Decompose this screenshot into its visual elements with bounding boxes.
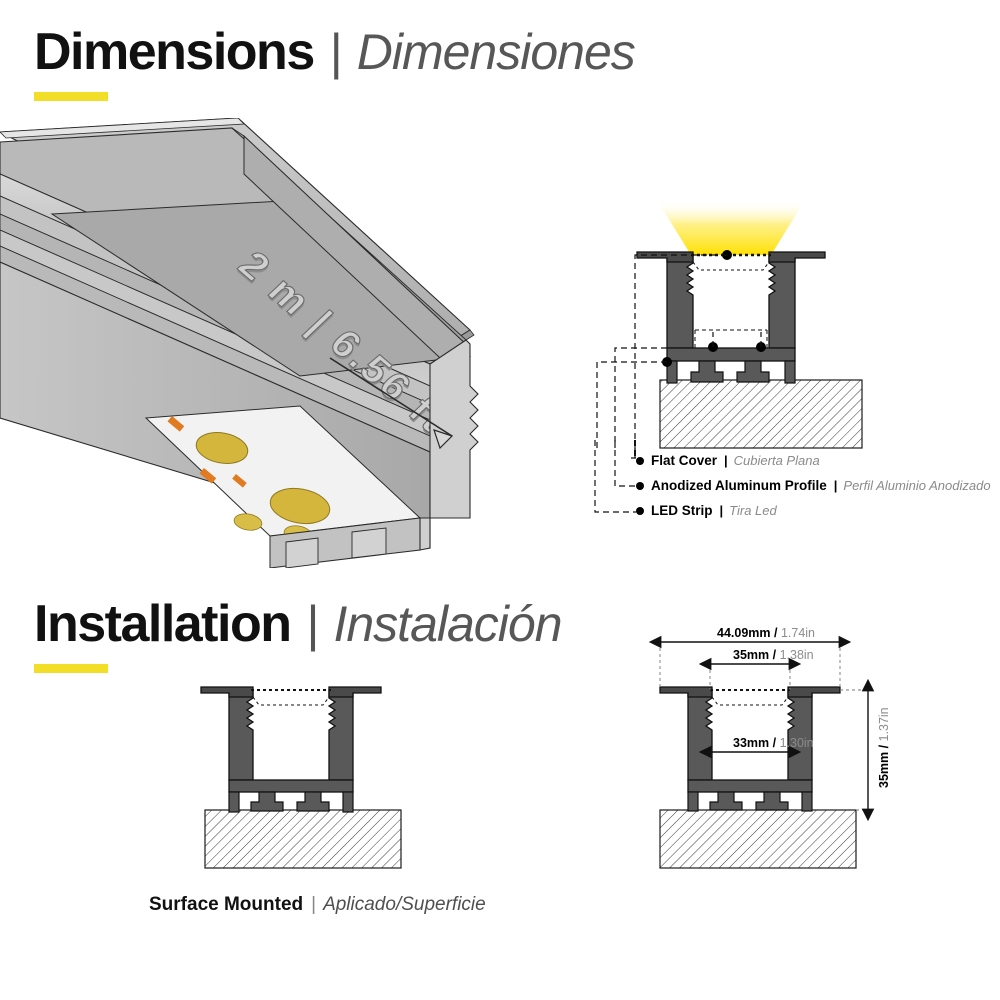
page-title-en: Dimensions: [34, 23, 315, 81]
legend-item-anodized-aluminum-profile: Anodized Aluminum Profile | Perfil Alumi…: [636, 473, 1000, 498]
legend-item-led-strip: LED Strip | Tira Led: [636, 498, 1000, 523]
section-title-en: Installation: [34, 595, 292, 653]
dimensioned-cross-section: [640, 620, 890, 875]
title-separator: |: [306, 596, 320, 652]
legend-bullet-icon: [636, 456, 644, 465]
legend-item-flat-cover: Flat Cover | Cubierta Plana: [636, 448, 1000, 473]
section-title-es: Instalación: [333, 596, 562, 652]
dim-height: 35mm / 1.37in: [877, 707, 891, 788]
dim-cover-sep: /: [769, 648, 780, 662]
installation-caption: Surface Mounted | Aplicado/Superficie: [149, 894, 486, 916]
aluminum-profile-section: [200, 686, 382, 813]
leader-lines: [596, 254, 762, 448]
mounting-surface: [204, 809, 402, 869]
legend-leaders: [575, 440, 695, 530]
light-glow: [657, 200, 805, 255]
dim-inner-sep: /: [769, 736, 780, 750]
cross-section-diagram: [575, 200, 1000, 450]
dim-inner-width: 33mm / 1.30in: [733, 736, 814, 750]
dim-height-mm: 35mm: [877, 751, 891, 788]
aluminum-profile-section: [636, 251, 826, 384]
legend-separator: |: [833, 478, 838, 493]
dimensions-title-row: Dimensions | Dimensiones: [34, 23, 636, 81]
installation-section-header: Installation | Instalación: [34, 595, 563, 673]
dim-cover-width: 35mm / 1.38in: [733, 648, 814, 662]
caption-separator: |: [311, 894, 317, 915]
installation-cross-section: [195, 668, 435, 873]
legend-label-es: Perfil Aluminio Anodizado: [843, 478, 991, 493]
led-strip-3d: [144, 405, 422, 543]
mounting-surface: [659, 809, 857, 869]
dim-outer-in: 1.74in: [780, 626, 815, 640]
cover-slide-arrow: [329, 357, 454, 450]
page-title-es: Dimensiones: [356, 24, 636, 80]
dim-height-in: 1.37in: [877, 707, 891, 742]
mounting-feet-3d: [269, 517, 421, 568]
legend-label-es: Tira Led: [729, 503, 777, 518]
dim-cover-in: 1.38in: [779, 648, 814, 662]
legend-bullet-icon: [636, 506, 644, 515]
dim-outer-width: 44.09mm / 1.74in: [717, 626, 815, 640]
dim-inner-in: 1.30in: [779, 736, 814, 750]
dim-outer-mm: 44.09mm: [717, 626, 771, 640]
legend-separator: |: [724, 453, 728, 468]
mounting-surface: [659, 379, 863, 449]
dim-inner-mm: 33mm: [733, 736, 770, 750]
legend-label-en: LED Strip: [651, 503, 713, 518]
title-separator: |: [329, 24, 343, 80]
legend: Flat Cover | Cubierta Plana Anodized Alu…: [636, 448, 1000, 523]
dimensions-section-header: Dimensions | Dimensiones: [34, 23, 636, 101]
legend-label-en: Flat Cover: [651, 453, 718, 468]
profile-end-face-3d: [419, 339, 479, 551]
dim-outer-sep: /: [770, 626, 781, 640]
legend-label-en: Anodized Aluminum Profile: [651, 478, 827, 493]
caption-es: Aplicado/Superficie: [323, 894, 486, 915]
legend-label-es: Cubierta Plana: [733, 453, 820, 468]
legend-separator: |: [719, 503, 724, 518]
product-3d-render: 2 m | 6.56 ft 2 m | 6.56 ft: [0, 118, 560, 568]
dim-cover-mm: 35mm: [733, 648, 770, 662]
accent-rule: [34, 664, 108, 673]
legend-bullet-icon: [636, 481, 644, 490]
caption-en: Surface Mounted: [149, 894, 304, 915]
installation-title-row: Installation | Instalación: [34, 595, 563, 653]
dim-height-sep: /: [877, 741, 891, 752]
accent-rule: [34, 92, 108, 101]
dimension-arrows: [648, 635, 875, 822]
